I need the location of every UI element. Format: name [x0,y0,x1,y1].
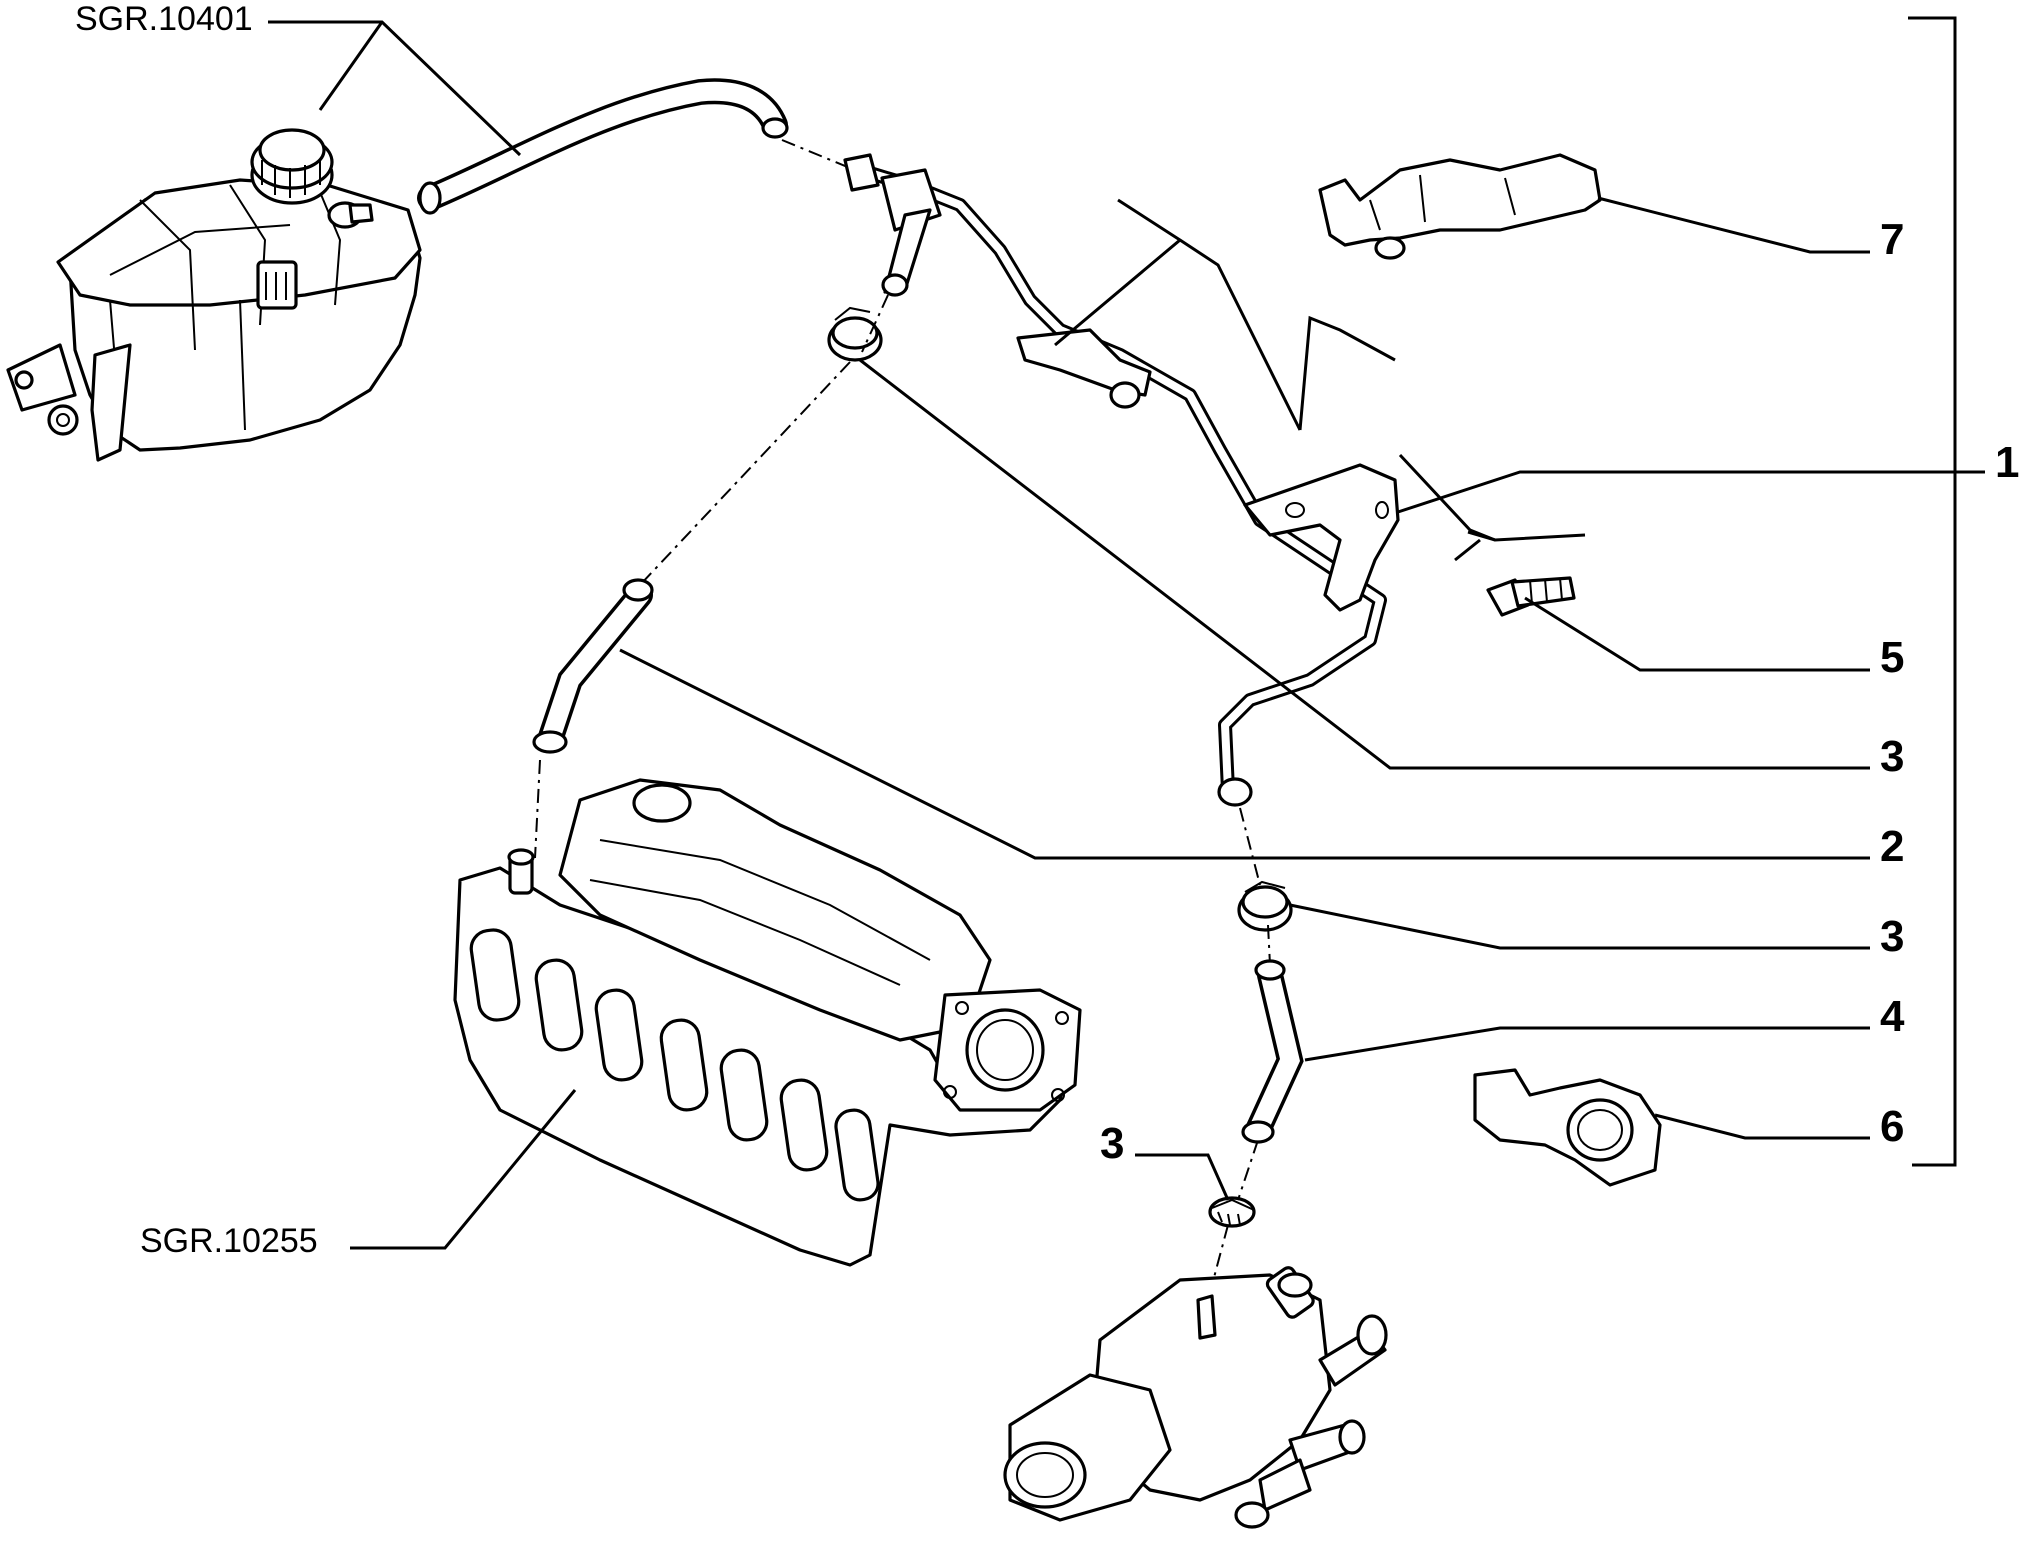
bolt-part-5 [1486,576,1576,617]
reference-label-upper: SGR.10401 [75,0,253,38]
clamp-lower [1208,1196,1256,1228]
reference-label-lower: SGR.10255 [140,1222,318,1260]
callout-6: 6 [1880,1102,1904,1151]
expansion-tank [6,128,422,462]
pipe-assembly [843,153,1400,807]
clamp-upper [827,306,883,362]
hose-part-4 [1241,959,1304,1144]
callout-7: 7 [1880,215,1904,264]
callout-5: 5 [1880,633,1904,682]
intake-manifold [453,778,1082,1267]
bracket-clip-part-7 [1318,153,1602,260]
callout-3-lower: 3 [1100,1119,1124,1168]
callout-2: 2 [1880,822,1904,871]
clamp-middle [1237,880,1293,932]
thermostat-housing [1003,1266,1388,1529]
callout-1: 1 [1995,438,2019,487]
callout-3-upper: 3 [1880,732,1904,781]
upper-hose [417,78,789,215]
clip-part-6 [1473,1068,1662,1187]
leader-lines [268,16,1985,1250]
hose-part-2 [532,578,654,754]
callout-4: 4 [1880,992,1905,1041]
callout-3-middle: 3 [1880,912,1904,961]
